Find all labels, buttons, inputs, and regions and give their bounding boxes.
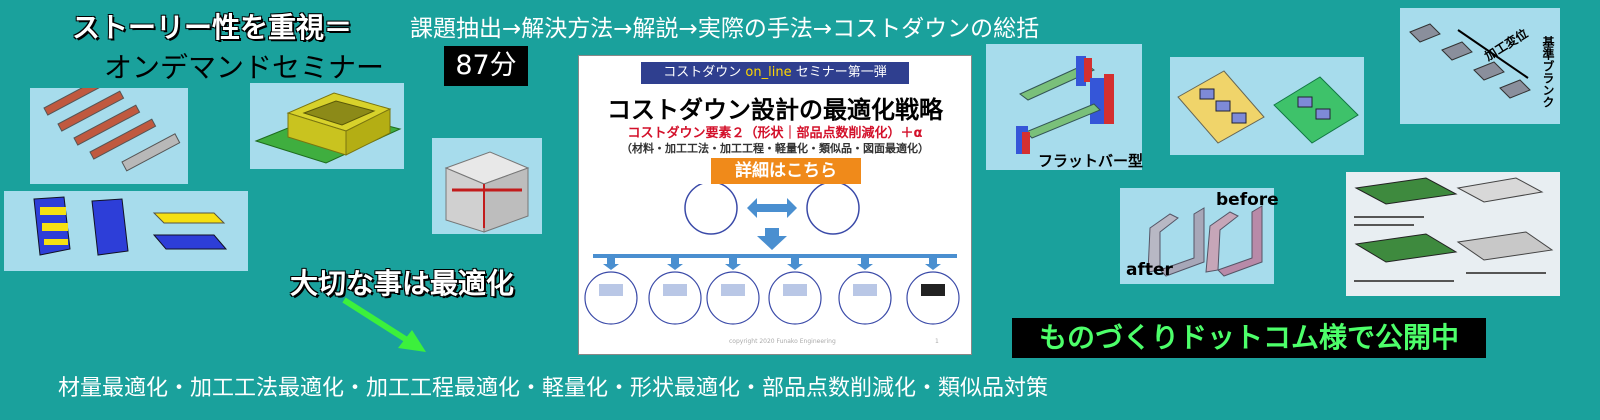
image-flat-bar: フラットバー型	[986, 44, 1144, 170]
flat-bar-label: フラットバー型	[1038, 152, 1144, 170]
image-panels-table	[1346, 172, 1560, 296]
title-emphasis: ストーリー性を重視＝	[72, 11, 353, 44]
after-label: after	[1126, 260, 1173, 280]
image-bent-parts: before after	[1120, 188, 1279, 284]
image-component-boards	[1170, 57, 1364, 155]
details-button[interactable]: 詳細はこちら	[711, 158, 861, 184]
image-blank-process: 加工変位 基準ブランク	[1400, 8, 1560, 124]
title-flow: 課題抽出→解決方法→解説→実際の手法→コストダウンの総括	[410, 16, 1040, 42]
slide-subtitle-detail: （材料・加工工法・加工工程・軽量化・類似品・図面最適化）	[621, 142, 929, 155]
duration-badge: 87分	[444, 46, 528, 86]
slide-copyright: copyright 2020 Funako Engineering	[729, 338, 836, 345]
slogan: 大切な事は最適化	[290, 267, 515, 300]
image-bolts	[30, 74, 188, 184]
slide-title: コストダウン設計の最適化戦略	[607, 96, 943, 124]
slide-header: コストダウン on_line セミナー第一弾	[641, 62, 909, 84]
publish-badge: ものづくりドットコム様で公開中	[1012, 318, 1486, 358]
arrow-icon	[342, 297, 426, 352]
seminar-type: オンデマンドセミナー	[104, 51, 385, 84]
slide-subtitle: コストダウン要素２（形状｜部品点数削減化）＋α	[627, 126, 923, 141]
seminar-slide[interactable]: コストダウン on_line セミナー第一弾 コストダウン設計の最適化戦略 コス…	[578, 55, 972, 355]
slide-page-number: 1	[935, 338, 939, 345]
image-frame	[432, 138, 542, 234]
before-label: before	[1216, 190, 1279, 210]
kijun-blank-label: 基準ブランク	[1541, 36, 1555, 108]
slide-diagram	[584, 184, 960, 325]
image-housing	[250, 83, 404, 169]
optimization-items: 材量最適化・加工工法最適化・加工工程最適化・軽量化・形状最適化・部品点数削減化・…	[58, 376, 1049, 401]
image-divided-structure	[4, 191, 248, 271]
